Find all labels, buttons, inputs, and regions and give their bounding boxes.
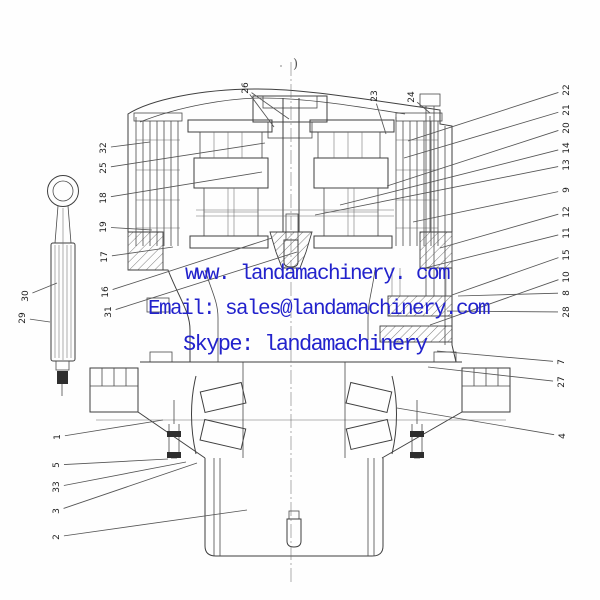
callout-label-9: 9 xyxy=(562,187,572,193)
callout-label-20: 20 xyxy=(562,122,572,134)
output-housing xyxy=(204,458,384,557)
leader-line-25 xyxy=(110,142,266,168)
callout-label-8: 8 xyxy=(562,290,572,296)
leader-line-23 xyxy=(376,103,387,135)
callout-label-11: 11 xyxy=(562,227,572,238)
leader-line-24 xyxy=(416,101,431,114)
leader-line-4 xyxy=(396,407,555,436)
leader-line-3 xyxy=(63,462,198,509)
left-fitting xyxy=(167,400,181,459)
dipstick-tool xyxy=(47,175,79,396)
right-fitting xyxy=(410,400,424,459)
leader-line-28 xyxy=(446,310,559,313)
ring-gear xyxy=(379,268,453,343)
leader-line-30 xyxy=(32,282,58,294)
leader-line-31 xyxy=(115,251,298,310)
callout-label-5: 5 xyxy=(52,462,62,468)
leader-line-14 xyxy=(339,149,559,206)
right-piston-assembly xyxy=(309,119,395,249)
leader-line-15 xyxy=(451,257,559,296)
callout-label-25: 25 xyxy=(99,162,109,173)
leader-line-1 xyxy=(64,419,164,437)
callout-label-30: 30 xyxy=(21,290,31,302)
left-plate-stack xyxy=(133,112,183,246)
callout-label-4: 4 xyxy=(558,433,568,439)
leader-line-9 xyxy=(412,191,559,223)
callout-label-26: 26 xyxy=(241,82,251,94)
leader-line-18 xyxy=(110,171,263,198)
callout-label-17: 17 xyxy=(100,251,110,262)
watermark-url: www. landamachinery. com xyxy=(185,263,451,286)
leader-line-7 xyxy=(436,350,554,362)
mounting-flange xyxy=(89,351,511,459)
leader-line-13 xyxy=(314,166,559,216)
leader-line-19 xyxy=(110,227,153,231)
leader-line-29 xyxy=(29,318,51,323)
callout-label-21: 21 xyxy=(562,104,572,115)
watermark-skype: Skype: landamachinery xyxy=(183,332,428,357)
leader-line-12 xyxy=(439,213,559,249)
leader-line-10 xyxy=(429,279,559,326)
callout-label-13: 13 xyxy=(562,159,572,170)
left-piston-assembly xyxy=(187,119,273,249)
leader-line-2 xyxy=(63,509,248,537)
callout-label-18: 18 xyxy=(99,192,109,204)
callout-label-33: 33 xyxy=(52,481,62,492)
leader-line-32 xyxy=(110,141,151,148)
stud-bolt xyxy=(419,93,441,296)
callout-label-7: 7 xyxy=(557,359,567,365)
leader-line-26 xyxy=(249,94,275,128)
watermark-email: Email: sales@landamachinery.com xyxy=(148,298,491,321)
motor-housing xyxy=(127,88,457,363)
stray-mark: ) xyxy=(293,57,298,72)
leader-line-22 xyxy=(407,92,559,142)
stray-dot xyxy=(280,65,282,67)
callout-label-14: 14 xyxy=(562,142,572,154)
callout-label-16: 16 xyxy=(101,286,111,298)
callout-label-23: 23 xyxy=(370,90,380,101)
callout-label-15: 15 xyxy=(562,249,572,260)
callout-label-1: 1 xyxy=(53,434,63,440)
leader-line-5 xyxy=(63,458,169,465)
callout-label-12: 12 xyxy=(562,206,572,217)
housing-neck xyxy=(146,269,376,362)
right-plate-stack xyxy=(395,112,443,246)
leader-line-8 xyxy=(457,292,559,297)
leader-line-26 xyxy=(251,92,290,120)
callout-label-31: 31 xyxy=(104,306,114,317)
center-shaft xyxy=(196,95,394,232)
leader-line-27 xyxy=(427,366,554,382)
leader-line-21 xyxy=(403,111,559,159)
callout-label-3: 3 xyxy=(52,508,62,514)
callout-label-28: 28 xyxy=(562,306,572,318)
callout-label-22: 22 xyxy=(562,84,572,95)
leader-line-17 xyxy=(111,246,174,257)
callout-label-10: 10 xyxy=(562,271,572,283)
callout-label-19: 19 xyxy=(99,221,109,233)
callout-label-32: 32 xyxy=(99,142,109,153)
callout-label-27: 27 xyxy=(557,376,567,387)
leader-line-20 xyxy=(386,130,559,187)
callout-label-24: 24 xyxy=(407,91,417,103)
leader-line-11 xyxy=(424,234,559,269)
leader-line-33 xyxy=(63,461,187,486)
callout-label-2: 2 xyxy=(52,534,62,540)
callout-label-29: 29 xyxy=(18,312,28,324)
leader-line-16 xyxy=(112,237,273,290)
